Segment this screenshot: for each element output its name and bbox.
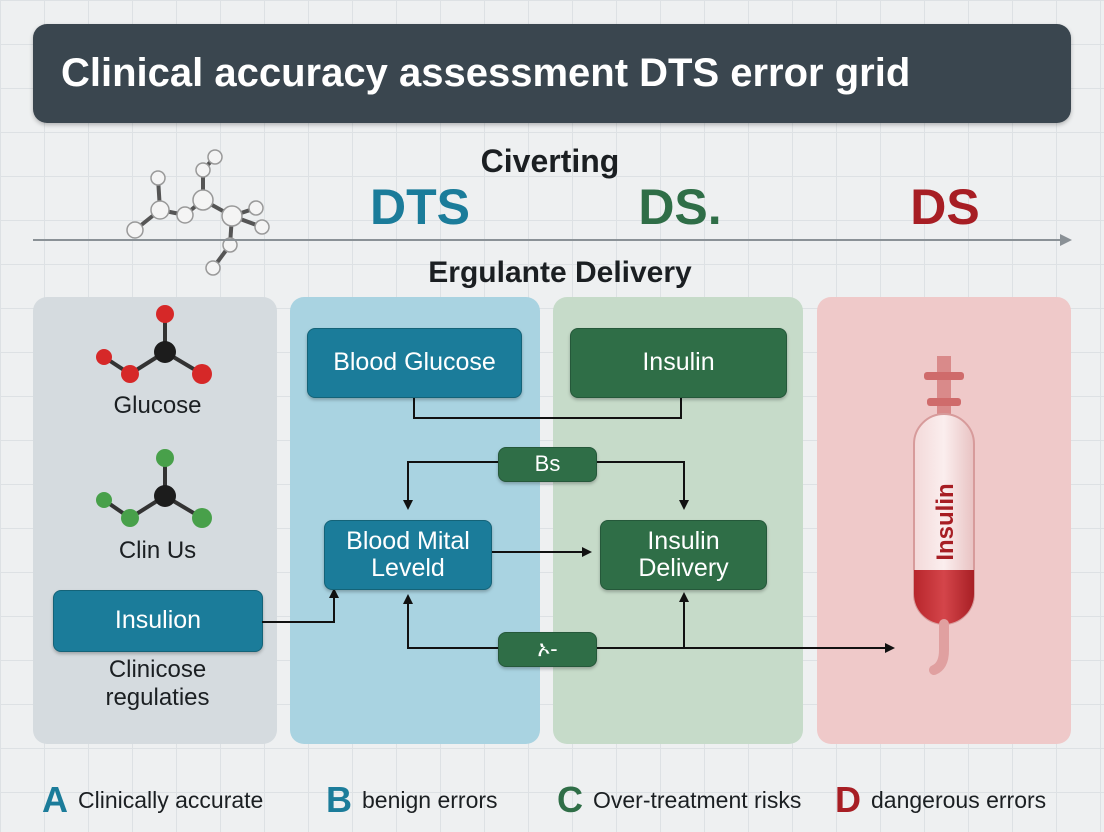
zone-a-panel bbox=[33, 297, 277, 744]
legend-letter-c: C bbox=[557, 779, 583, 820]
clin-us-label: Clin Us bbox=[118, 537, 197, 564]
legend-text-d: dangerous errors bbox=[871, 786, 1047, 813]
insulin-node[interactable]: Insulin bbox=[570, 328, 787, 398]
page-title: Clinical accuracy assessment DTS error g… bbox=[61, 51, 911, 95]
legend-text-a: Clinically accurate bbox=[78, 786, 264, 813]
zone-label-dts: DTS bbox=[370, 179, 470, 235]
legend-letter-b: B bbox=[326, 779, 352, 820]
clinicose-caption: Clinicose regulaties bbox=[105, 656, 210, 711]
bs-node[interactable]: Bs bbox=[498, 447, 597, 482]
zone-label-ds-green: DS. bbox=[638, 179, 722, 235]
legend-text-b: benign errors bbox=[362, 786, 498, 813]
legend-item-d: D dangerous errors bbox=[835, 778, 1046, 822]
legend-letter-d: D bbox=[835, 779, 861, 820]
insulin-delivery-node[interactable]: Insulin Delivery bbox=[600, 520, 767, 590]
legend-item-c: C Over-treatment risks bbox=[557, 778, 801, 822]
sub-heading: Ergulante Delivery bbox=[428, 256, 692, 289]
blood-mital-node[interactable]: Blood Mital Leveld bbox=[324, 520, 492, 590]
legend-letter-a: A bbox=[42, 779, 68, 820]
legend-item-b: B benign errors bbox=[326, 778, 498, 822]
zone-label-ds-red: DS bbox=[910, 179, 980, 235]
blood-glucose-node[interactable]: Blood Glucose bbox=[307, 328, 522, 398]
title-bar: Clinical accuracy assessment DTS error g… bbox=[33, 24, 1071, 123]
insulion-button[interactable]: Insulion bbox=[53, 590, 263, 652]
glucose-label: Glucose bbox=[113, 392, 202, 419]
top-heading: Civerting bbox=[480, 143, 620, 179]
legend-text-c: Over-treatment risks bbox=[593, 786, 802, 813]
legend-item-a: A Clinically accurate bbox=[42, 778, 263, 822]
bottom-connector-node[interactable]: ኦ- bbox=[498, 632, 597, 667]
syringe-label: Insulin bbox=[932, 483, 959, 560]
